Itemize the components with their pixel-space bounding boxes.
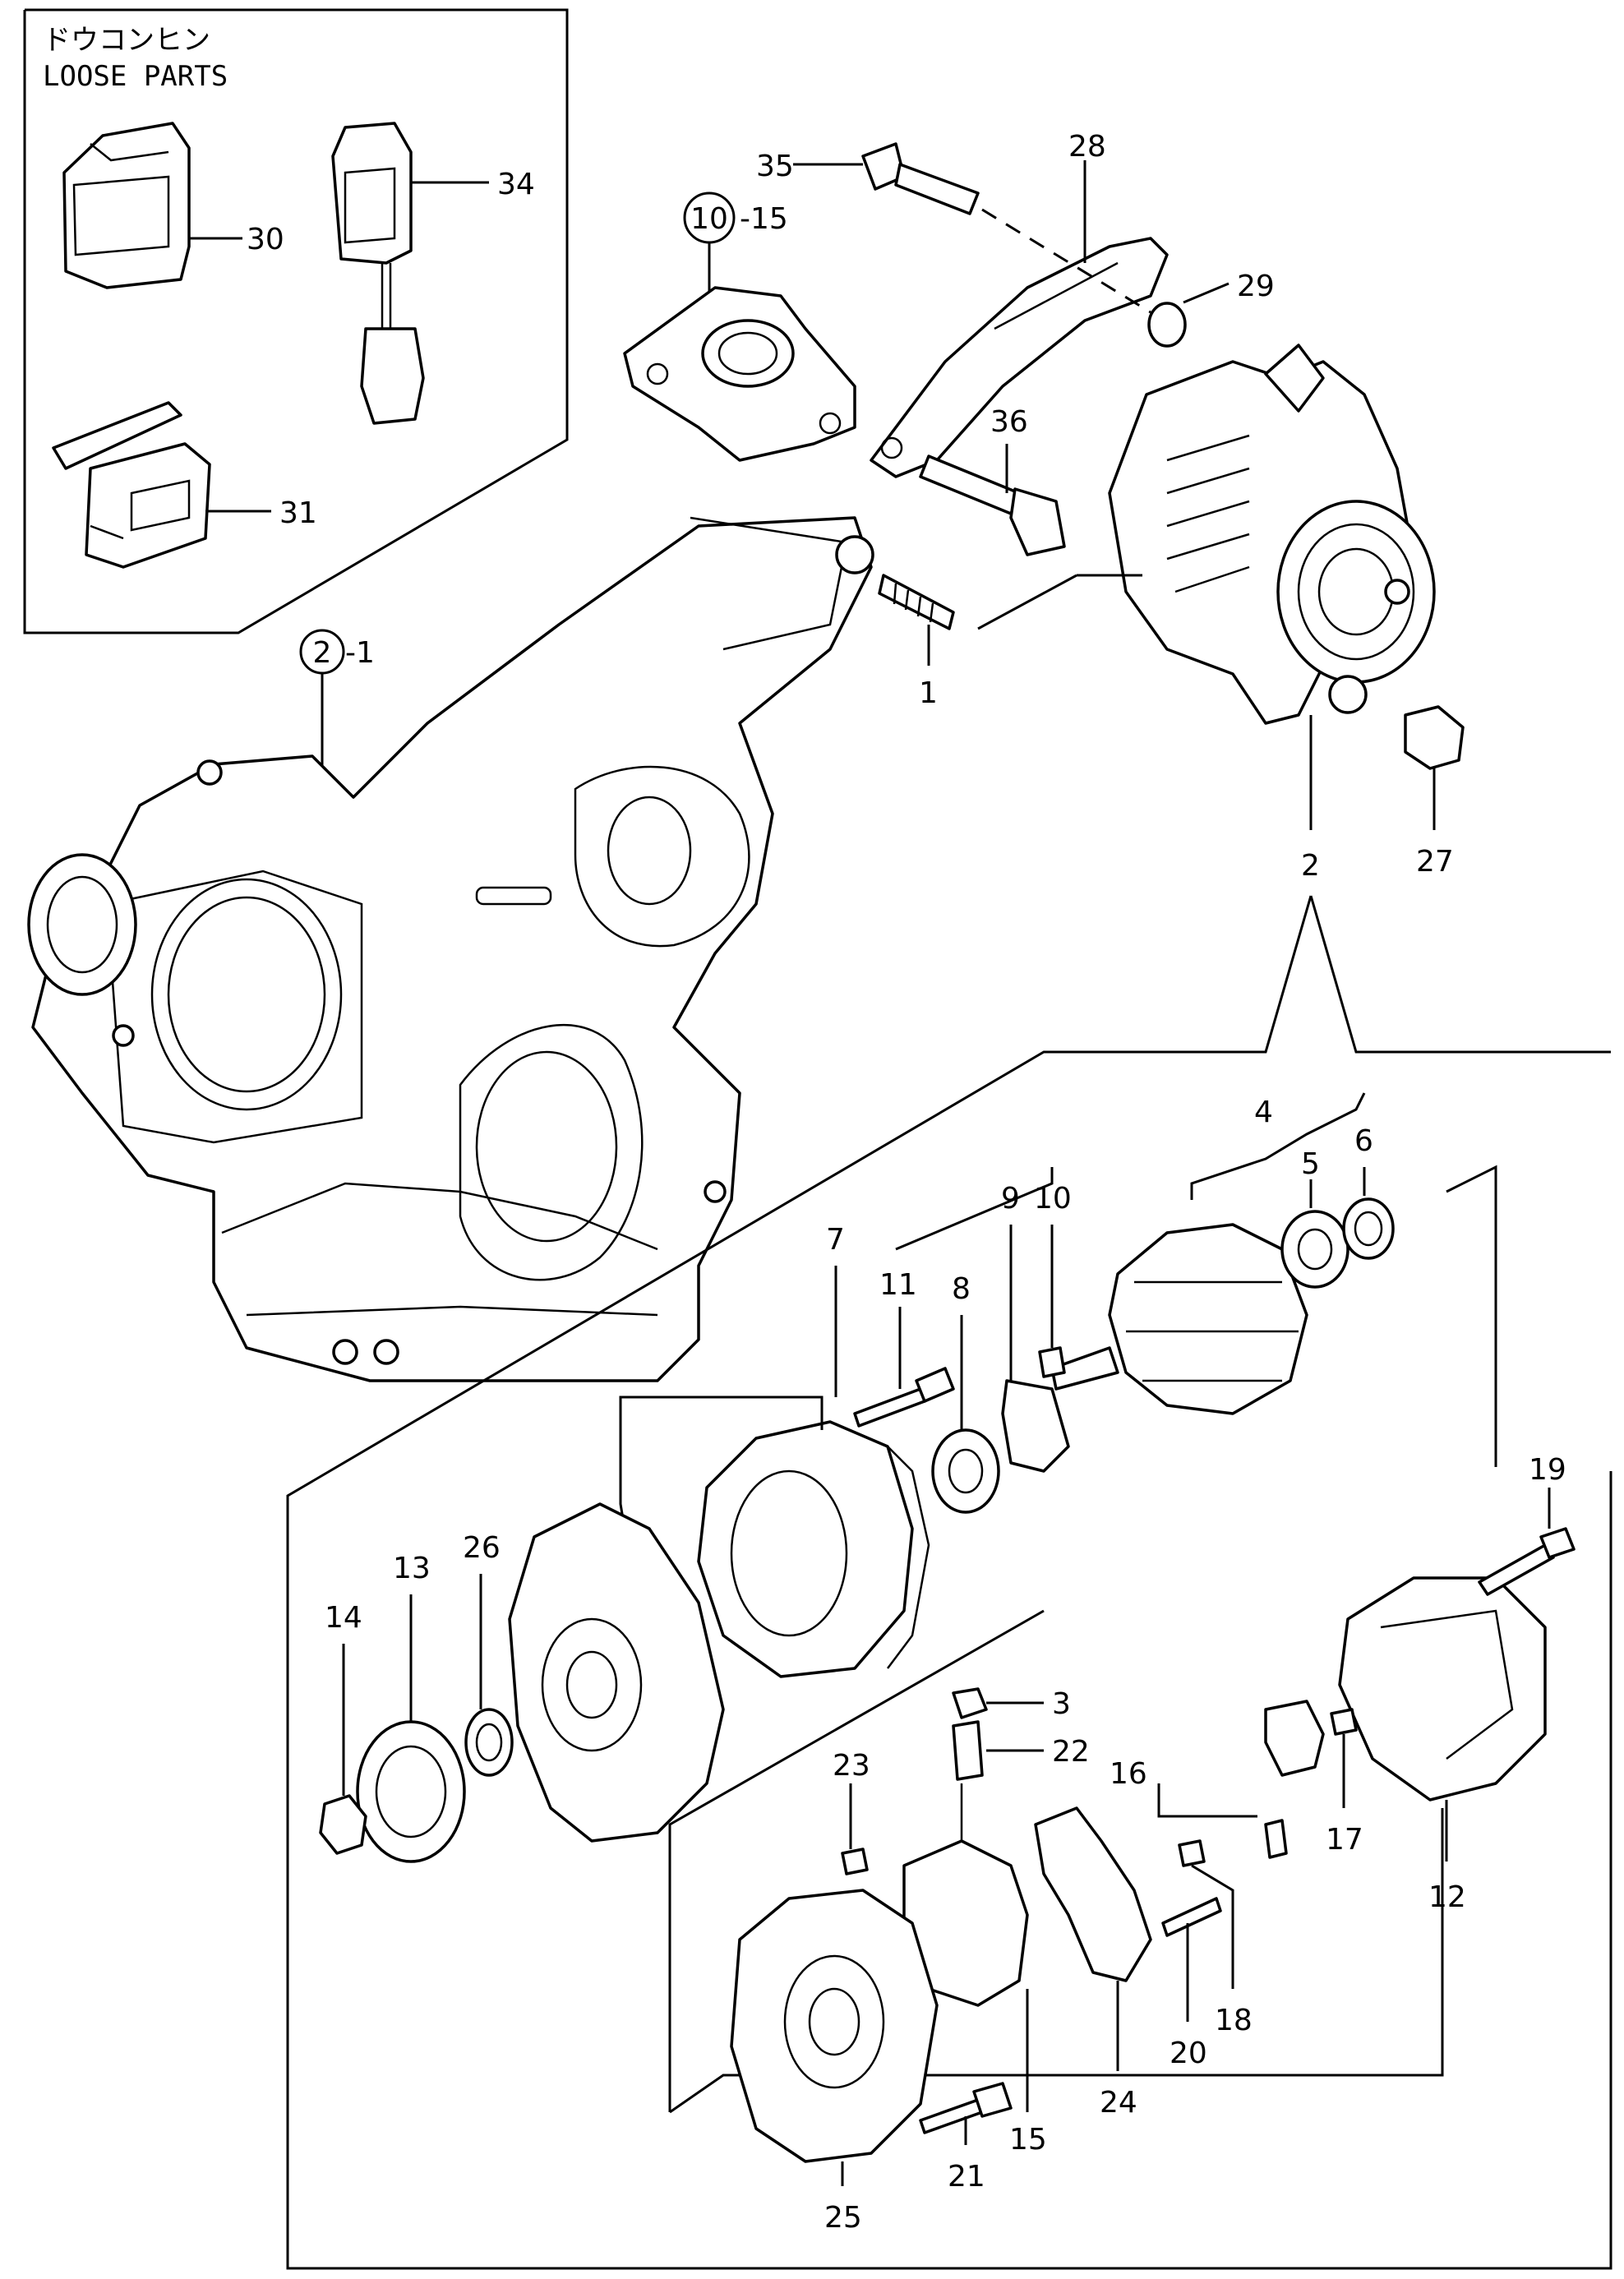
label-10: 10 [1034, 1182, 1072, 1216]
circled-ref-10-num: 10 [690, 202, 728, 236]
bushing-22 [952, 1720, 984, 1781]
plate-9 [1001, 1379, 1070, 1473]
circled-ref-2-num: 2 [313, 636, 332, 670]
label-23: 23 [833, 1749, 870, 1783]
label-25: 25 [824, 2201, 862, 2235]
label-20: 20 [1170, 2037, 1207, 2070]
loose-parts-title-jp: ドウコンヒン [43, 24, 210, 57]
label-26: 26 [463, 1531, 501, 1565]
rotor-4 [1050, 1223, 1308, 1415]
bolt-21 [919, 2082, 1013, 2134]
controller-34 [331, 122, 425, 425]
loose-parts-title-en: LOOSE PARTS [43, 60, 228, 93]
washer-6 [1342, 1197, 1395, 1260]
label-12: 12 [1428, 1880, 1466, 1914]
label-28: 28 [1068, 130, 1106, 164]
label-16: 16 [1110, 1757, 1147, 1791]
label-22: 22 [1052, 1735, 1090, 1769]
spacer-26 [464, 1708, 514, 1777]
screw-10 [1038, 1346, 1066, 1378]
label-18: 18 [1215, 2004, 1253, 2037]
label-19: 19 [1529, 1453, 1566, 1487]
label-7: 7 [826, 1223, 845, 1257]
label-34: 34 [497, 168, 535, 201]
bolt-36 [919, 454, 1066, 556]
circled-ref-2-suffix: -1 [345, 636, 375, 670]
label-1: 1 [919, 676, 938, 710]
alternator-2 [1108, 344, 1436, 725]
label-29: 29 [1237, 270, 1275, 303]
label-31: 31 [279, 496, 317, 530]
bolt-35 [861, 142, 980, 215]
label-5: 5 [1301, 1147, 1320, 1181]
front-housing [508, 1502, 725, 1843]
label-11: 11 [879, 1268, 917, 1302]
stud-1 [878, 574, 955, 630]
loose-parts-box: ドウコンヒン LOOSE PARTS 30 34 31 [23, 8, 569, 634]
bearing-8 [931, 1428, 1000, 1514]
nut-27 [1404, 705, 1465, 770]
label-13: 13 [393, 1552, 431, 1585]
brush-holder-24 [1034, 1806, 1152, 1982]
circled-ref-10-suffix: -15 [740, 202, 788, 236]
relay-30 [62, 122, 191, 289]
pulley-13 [356, 1720, 466, 1863]
circled-ref-2: 2 -1 [299, 629, 375, 777]
relay-31 [52, 401, 211, 569]
stator-7 [697, 1420, 930, 1678]
rear-cover-12 [1338, 1576, 1547, 1802]
nut-18 [1178, 1839, 1206, 1867]
label-14: 14 [325, 1601, 362, 1635]
mount-bracket [623, 286, 856, 462]
label-8: 8 [952, 1272, 971, 1306]
label-36: 36 [990, 405, 1028, 439]
bearing-5 [1280, 1210, 1349, 1289]
nut-17 [1330, 1708, 1358, 1736]
label-24: 24 [1100, 2086, 1137, 2120]
label-17: 17 [1326, 1823, 1363, 1857]
bolt-20 [1161, 1897, 1222, 1937]
label-9: 9 [1001, 1182, 1020, 1216]
nut-14 [319, 1794, 367, 1855]
bolt-19 [1478, 1527, 1576, 1596]
label-3: 3 [1052, 1687, 1071, 1721]
label-6: 6 [1354, 1124, 1373, 1158]
label-30: 30 [247, 223, 284, 256]
washer-29 [1147, 302, 1187, 348]
bolt-11 [853, 1367, 955, 1428]
circled-ref-10: 10 -15 [683, 191, 788, 304]
label-35: 35 [756, 150, 794, 183]
label-2: 2 [1301, 849, 1320, 883]
label-15: 15 [1009, 2123, 1047, 2157]
nut-23 [841, 1848, 869, 1875]
nut-3 [952, 1687, 988, 1719]
adjusting-arm-28 [870, 237, 1169, 478]
gear-case [27, 516, 874, 1382]
label-21: 21 [948, 2160, 985, 2194]
terminal-16 [1264, 1700, 1325, 1859]
label-27: 27 [1416, 845, 1454, 879]
exploded-view-frame [286, 895, 1612, 2270]
rear-housing-25 [730, 1889, 939, 2163]
label-4: 4 [1254, 1096, 1273, 1129]
